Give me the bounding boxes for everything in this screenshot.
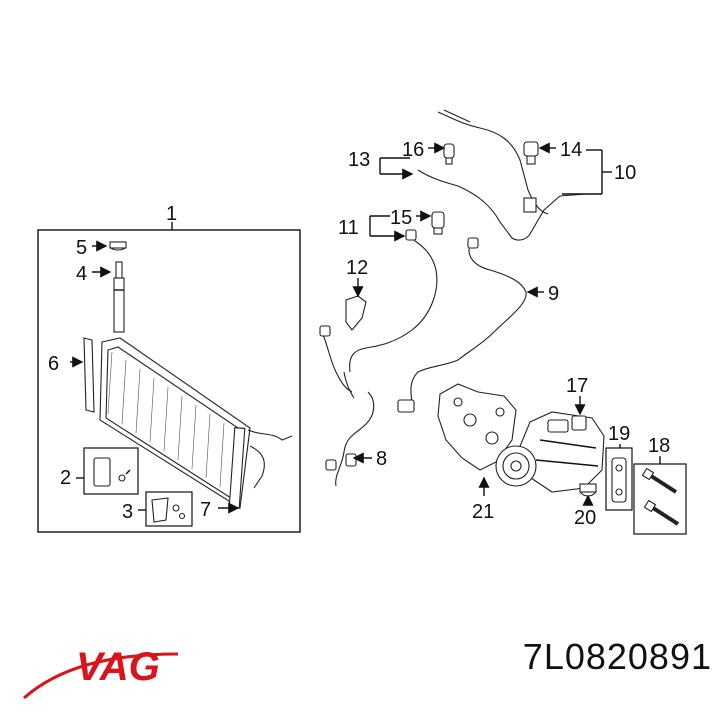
mount-3-part	[151, 497, 186, 523]
callout-13: 13	[348, 149, 370, 171]
callout-7: 7	[200, 499, 211, 521]
callout-16: 16	[402, 139, 424, 161]
callout-15: 15	[390, 207, 412, 229]
ac-compressor	[495, 411, 605, 493]
vag-logo: VAG	[23, 645, 179, 700]
mounting-bolts	[641, 467, 680, 526]
seal-plate-box	[605, 447, 633, 511]
callout-labels: 1 2 3 4 5 6 7 8 9 10 11 12 13 14 15 16 1…	[48, 139, 670, 529]
callout-8: 8	[376, 448, 387, 470]
part-number: 7L0820891	[522, 636, 712, 677]
callout-18: 18	[648, 435, 670, 457]
callout-10: 10	[614, 162, 636, 184]
seal-strip	[83, 337, 95, 413]
drier-cap	[109, 241, 127, 251]
callout-12: 12	[346, 257, 368, 279]
callout-14: 14	[560, 139, 582, 161]
callout-19: 19	[608, 423, 630, 445]
callout-6: 6	[48, 353, 59, 375]
callout-21: 21	[472, 501, 494, 523]
callout-17: 17	[566, 375, 588, 397]
refrigerant-lines	[319, 109, 612, 487]
compressor-bracket	[437, 383, 517, 471]
vag-logo-text: VAG	[76, 645, 160, 689]
callout-3: 3	[122, 501, 133, 523]
condenser-group	[37, 222, 301, 533]
port-cap	[579, 483, 597, 497]
callout-9: 9	[548, 283, 559, 305]
callout-1: 1	[166, 203, 177, 225]
vag-logo-swoosh	[23, 652, 179, 700]
condenser-core	[99, 337, 293, 509]
bracket-2-part	[93, 457, 131, 487]
condenser-group-frame	[37, 229, 301, 533]
callout-11: 11	[338, 217, 359, 239]
receiver-drier	[113, 261, 125, 333]
callout-2: 2	[60, 467, 71, 489]
callout-5: 5	[76, 237, 87, 259]
compressor-group	[437, 383, 687, 535]
bracket-box-3	[145, 491, 193, 527]
seal-plate	[611, 457, 627, 503]
bracket-box-2	[83, 447, 139, 495]
callout-20: 20	[574, 507, 596, 529]
callout-4: 4	[76, 263, 87, 285]
